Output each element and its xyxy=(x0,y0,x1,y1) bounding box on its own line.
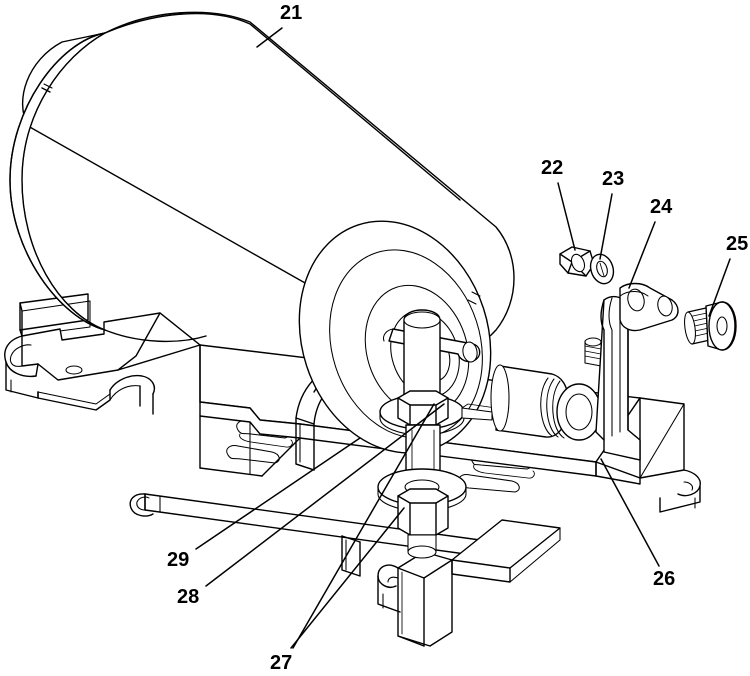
lower-washer-and-hex-nut xyxy=(377,468,467,559)
ref-numeral-28: 28 xyxy=(177,586,200,608)
leader-24 xyxy=(628,221,656,289)
leader-27-b xyxy=(292,403,435,649)
link-arm-bracket xyxy=(619,282,679,332)
leader-23 xyxy=(599,193,613,260)
ref-numeral-22: 22 xyxy=(541,157,564,179)
ref-numeral-21: 21 xyxy=(280,2,303,24)
leader-lines xyxy=(195,27,731,649)
leader-21 xyxy=(256,27,283,48)
leader-28 xyxy=(205,403,445,587)
leader-25 xyxy=(708,258,731,317)
leader-22 xyxy=(557,182,576,251)
lock-washer-23 xyxy=(589,253,615,285)
ref-numeral-23: 23 xyxy=(602,168,625,190)
ref-numeral-27: 27 xyxy=(270,652,293,674)
ref-numeral-29: 29 xyxy=(167,549,190,571)
ref-numeral-26: 26 xyxy=(653,568,676,590)
leader-29 xyxy=(195,437,361,550)
leader-26 xyxy=(600,458,660,567)
solenoid-plunger-cylinder xyxy=(490,337,602,441)
hex-nut-22 xyxy=(559,246,595,277)
shoulder-bolt-25 xyxy=(684,301,737,351)
ref-numeral-24: 24 xyxy=(650,196,673,218)
ref-numeral-25: 25 xyxy=(726,233,749,255)
leader-27-a xyxy=(290,507,405,649)
